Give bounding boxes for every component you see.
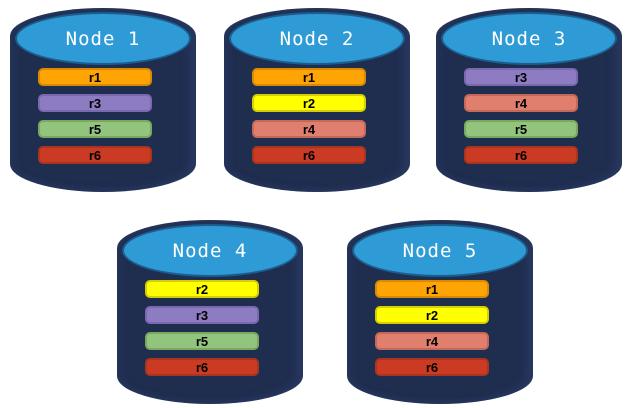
node-label: Node 2 bbox=[279, 27, 355, 50]
replica-bar-r5: r5 bbox=[464, 120, 578, 138]
db-node-1: Node 1 r1 r3 r5 r6 bbox=[10, 8, 196, 192]
replica-bar-r1: r1 bbox=[375, 280, 489, 298]
replica-bar-r4: r4 bbox=[464, 94, 578, 112]
replica-bar-r2: r2 bbox=[252, 94, 366, 112]
replica-bar-r6: r6 bbox=[464, 146, 578, 164]
node-label: Node 3 bbox=[491, 27, 567, 50]
cylinder-top: Node 5 bbox=[352, 224, 528, 277]
node-label: Node 1 bbox=[65, 27, 141, 50]
replica-bar-r6: r6 bbox=[38, 146, 152, 164]
replica-bar-r4: r4 bbox=[252, 120, 366, 138]
replica-bar-r5: r5 bbox=[38, 120, 152, 138]
db-node-2: Node 2 r1 r2 r4 r6 bbox=[224, 8, 410, 192]
replica-bar-r6: r6 bbox=[252, 146, 366, 164]
db-node-4: Node 4 r2 r3 r5 r6 bbox=[117, 220, 303, 404]
replica-bar-r3: r3 bbox=[38, 94, 152, 112]
replica-bar-r6: r6 bbox=[145, 358, 259, 376]
replica-bar-r1: r1 bbox=[252, 68, 366, 86]
replica-bar-r3: r3 bbox=[145, 306, 259, 324]
replica-bar-r2: r2 bbox=[375, 306, 489, 324]
cylinder-top: Node 1 bbox=[15, 12, 191, 65]
replica-bar-r4: r4 bbox=[375, 332, 489, 350]
replica-bar-r5: r5 bbox=[145, 332, 259, 350]
cylinder-top: Node 2 bbox=[229, 12, 405, 65]
replica-bar-r2: r2 bbox=[145, 280, 259, 298]
cylinder-top: Node 4 bbox=[122, 224, 298, 277]
db-node-3: Node 3 r3 r4 r5 r6 bbox=[436, 8, 622, 192]
cylinder-top: Node 3 bbox=[441, 12, 617, 65]
replica-bar-r3: r3 bbox=[464, 68, 578, 86]
node-label: Node 5 bbox=[402, 239, 478, 262]
db-node-5: Node 5 r1 r2 r4 r6 bbox=[347, 220, 533, 404]
replica-bar-r6: r6 bbox=[375, 358, 489, 376]
node-label: Node 4 bbox=[172, 239, 248, 262]
replica-bar-r1: r1 bbox=[38, 68, 152, 86]
